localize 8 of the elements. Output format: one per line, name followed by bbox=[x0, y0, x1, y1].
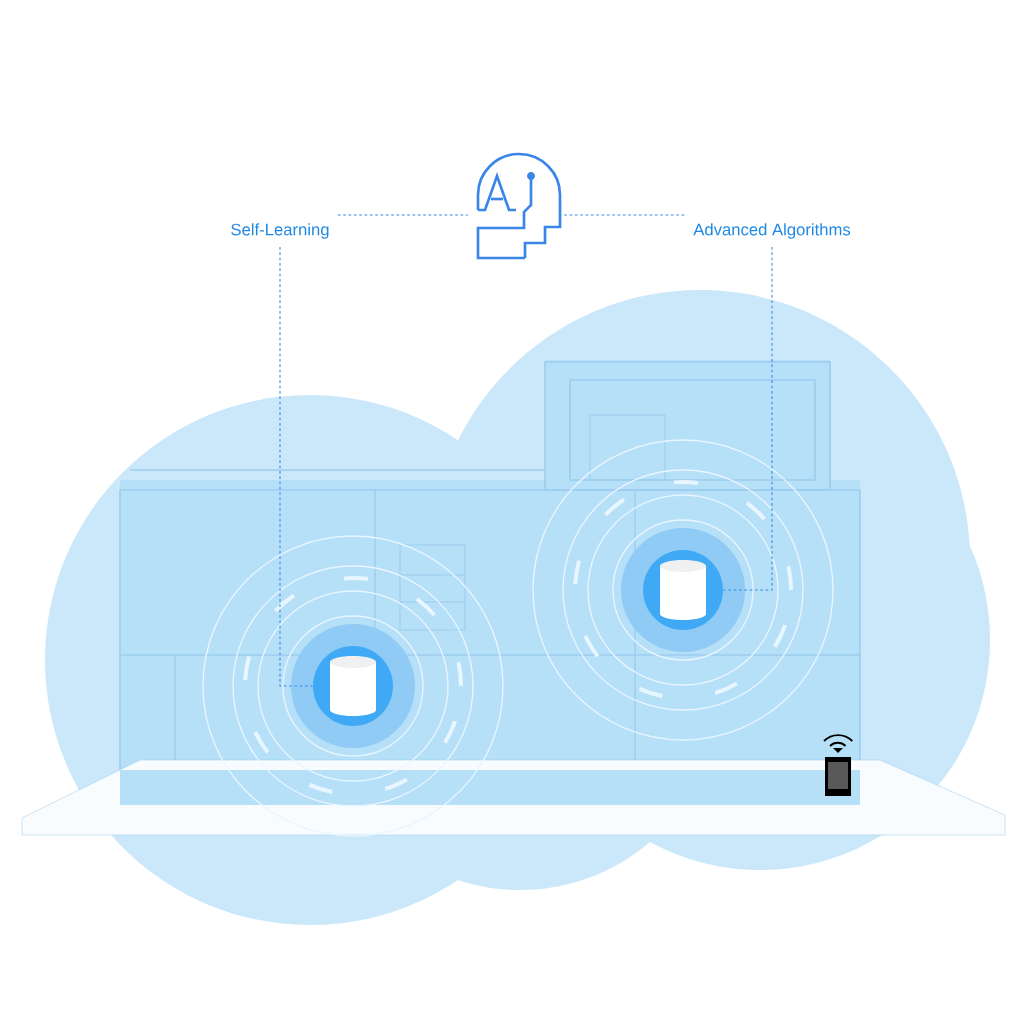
dotted-connector bbox=[722, 246, 773, 591]
router-drawing bbox=[621, 528, 745, 652]
label-text: Advanced Algorithms bbox=[693, 223, 851, 239]
ai-head-icon bbox=[476, 152, 562, 260]
router-drawing bbox=[291, 624, 415, 748]
dotted-connector bbox=[337, 214, 469, 216]
dotted-connector bbox=[563, 214, 686, 216]
label-text: Self-Learning bbox=[231, 223, 329, 239]
